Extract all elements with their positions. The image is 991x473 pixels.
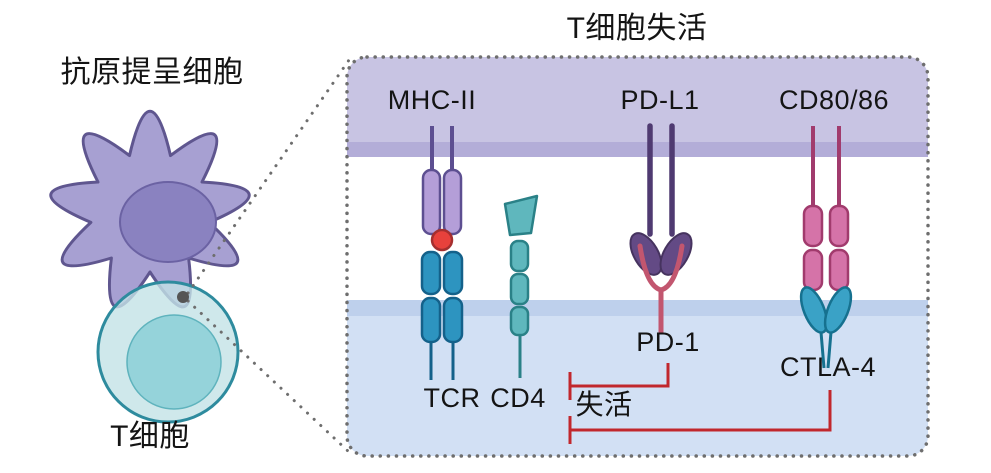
antigen-presenting-cell-icon [49, 109, 251, 309]
tcell-label: T细胞 [110, 420, 190, 453]
apc-nucleus [119, 181, 217, 263]
cd4-molecule [503, 194, 539, 378]
tcr-label: TCR [423, 383, 481, 413]
tcr-molecule [420, 250, 464, 380]
tcell-membrane-edge [347, 300, 928, 316]
ctla-4-molecule [799, 286, 853, 369]
t-cell-icon [96, 280, 240, 424]
zoom-connector-line-top [186, 58, 351, 295]
apc-label: 抗原提呈细胞 [60, 56, 244, 89]
zoom-panel [345, 55, 930, 458]
mhc-ii-molecule [421, 126, 463, 252]
inactivation-label: 失活 [575, 389, 633, 420]
antigen-icon [430, 228, 454, 252]
pd1-label: PD-1 [636, 327, 700, 357]
inhibition-line-pd1 [568, 363, 670, 400]
inhibition-line-ctla4 [568, 390, 832, 444]
apc-membrane-band [347, 57, 928, 157]
mhc2-label: MHC-II [387, 85, 477, 115]
diagram-title: T细胞失活 [566, 12, 708, 45]
cd4-label: CD4 [490, 383, 546, 413]
zoom-panel-border [345, 55, 930, 458]
zoom-origin-dot [177, 291, 189, 303]
pd-l1-molecule [629, 123, 693, 276]
cd80-label: CD80/86 [778, 85, 890, 115]
zoom-connector-line-bottom [186, 299, 351, 454]
tcell-nucleus [126, 314, 222, 410]
apc-membrane-edge [347, 142, 928, 157]
pdl1-label: PD-L1 [620, 85, 700, 115]
ctla4-label: CTLA-4 [779, 352, 877, 382]
pd-1-molecule [637, 243, 685, 335]
cd80-86-molecule [802, 126, 850, 292]
